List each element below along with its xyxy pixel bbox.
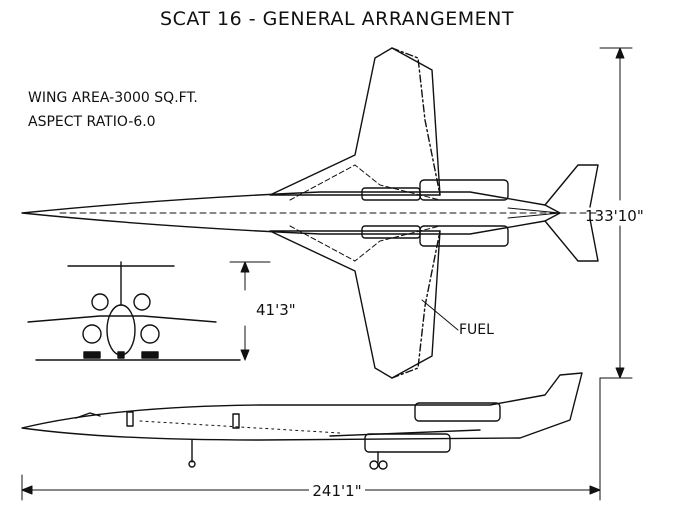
side-canopy (75, 412, 101, 419)
wing-area-label: WING AREA-3000 SQ.FT. (28, 90, 198, 106)
side-engine-upper (414, 402, 501, 422)
plan-engine-pod-2 (361, 187, 421, 201)
front-engine-3 (82, 324, 102, 344)
fuel-callout-label: FUEL (459, 322, 494, 338)
plan-exhaust-line-2 (507, 212, 561, 219)
plan-wing-upper (269, 47, 441, 196)
front-wing (27, 315, 217, 323)
side-wing-trace (329, 429, 481, 437)
plan-tail-upper (544, 164, 599, 208)
plan-view (21, 47, 601, 379)
height-dimension-line (229, 261, 271, 361)
aspect-ratio-label: ASPECT RATIO-6.0 (28, 114, 156, 130)
drawing-title: SCAT 16 - GENERAL ARRANGEMENT (160, 8, 514, 30)
front-fuselage (106, 304, 136, 356)
span-dimension-line (599, 47, 633, 379)
span-dimension-label: 133'10" (585, 207, 644, 225)
side-door-1 (126, 411, 134, 427)
plan-wing-upper-flap (391, 47, 441, 196)
height-dimension-label: 41'3" (256, 301, 296, 319)
side-main-wheel-2 (378, 460, 388, 470)
front-gear-left (83, 351, 101, 359)
side-engine-lower (364, 433, 451, 453)
side-door-2 (232, 413, 240, 429)
side-view (21, 372, 583, 470)
front-engine-4 (140, 324, 160, 344)
front-engine-1 (91, 293, 109, 311)
length-dimension-wrapper: 241'1" (0, 482, 674, 500)
front-gear-right (141, 351, 159, 359)
length-dimension-label: 241'1" (309, 482, 365, 500)
plan-tail-lower (544, 218, 599, 262)
plan-engine-pod-4 (361, 225, 421, 239)
side-main-wheel-1 (369, 460, 379, 470)
plan-exhaust-line (507, 207, 561, 214)
side-fuselage (21, 372, 583, 441)
side-window-line (139, 420, 341, 434)
front-view (27, 261, 241, 361)
front-engine-2 (133, 293, 151, 311)
plan-wing-lower-flap (391, 230, 441, 379)
plan-fuel-tank-lower (289, 225, 441, 262)
side-nose-wheel (188, 460, 196, 468)
front-gear-nose (117, 351, 125, 359)
fuel-leader-line (421, 299, 459, 331)
plan-fuel-tank-upper (289, 164, 441, 201)
